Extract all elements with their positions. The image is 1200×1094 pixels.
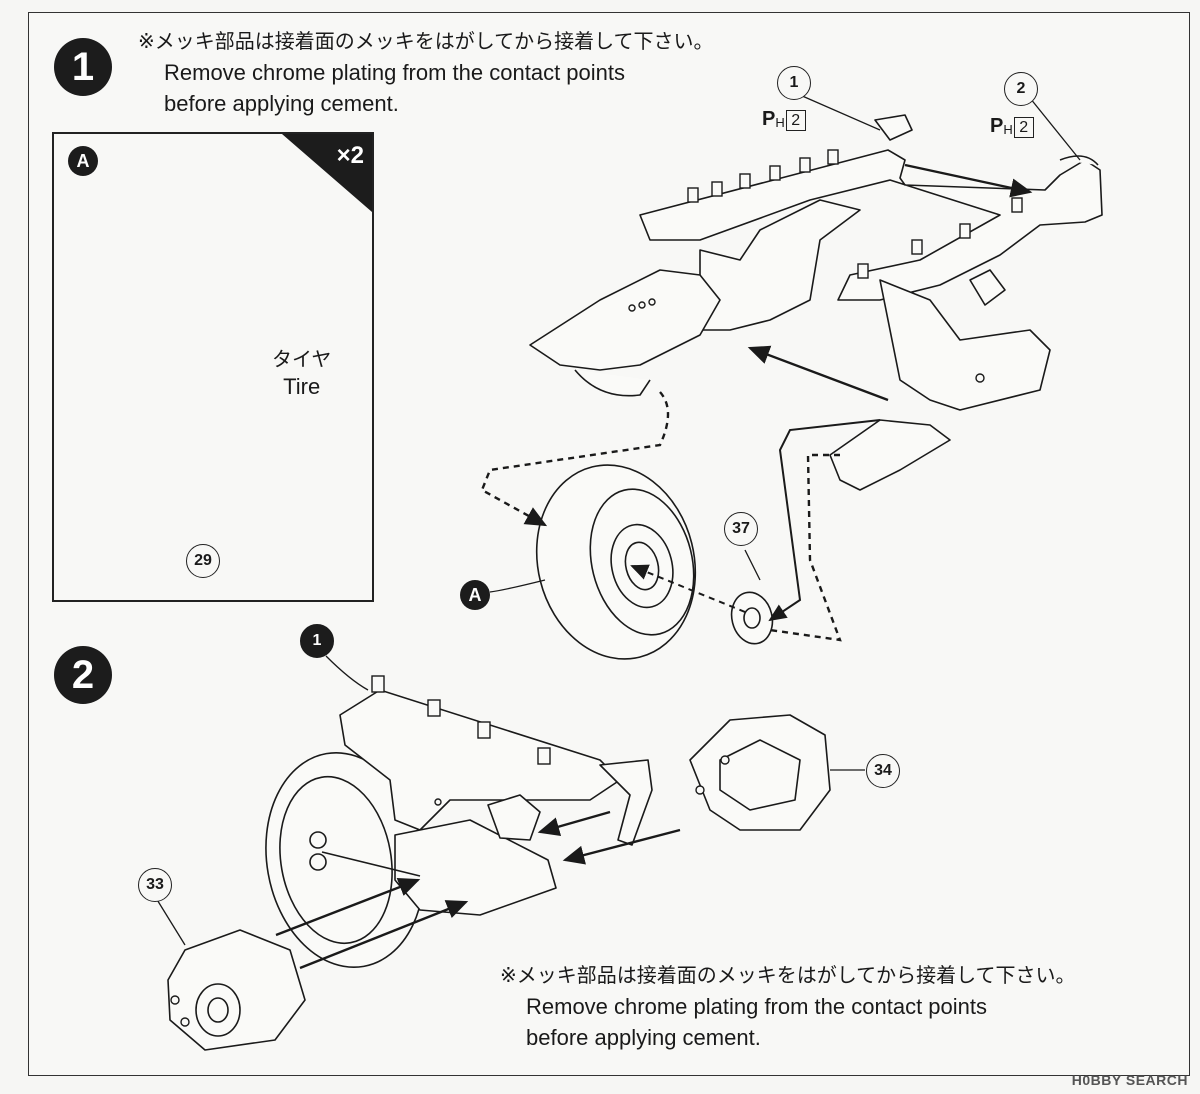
step-2-number: 2 — [71, 652, 95, 697]
rear-frame-drawing — [529, 114, 1103, 491]
arrow-hub-to-wheel — [630, 564, 746, 613]
arrow-33-lower — [299, 900, 469, 970]
step-1-note-jp: ※メッキ部品は接着面のメッキをはがしてから接着して下さい。 — [138, 29, 714, 53]
step-1-note: ※メッキ部品は接着面のメッキをはがしてから接着して下さい。 Remove chr… — [138, 26, 714, 119]
frame-pegs — [628, 149, 1023, 383]
step-1-number: 1 — [71, 44, 95, 89]
quantity-corner — [282, 134, 372, 212]
step-2-badge: 2 — [54, 646, 112, 704]
part-1-callout-step2: 1 — [300, 624, 334, 658]
step-1-badge: 1 — [54, 38, 112, 96]
wheel-a-drawing — [535, 464, 697, 660]
dashed-frame-to-wheel — [480, 391, 670, 527]
subassembly-inset: ×2 — [52, 132, 374, 602]
step-2-note-en-1: Remove chrome plating from the contact p… — [526, 994, 988, 1019]
line-frame-to-hub — [768, 419, 881, 622]
tire-label-jp: タイヤ — [272, 347, 332, 371]
part-29-callout: 29 — [186, 544, 220, 578]
step-2-note-jp: ※メッキ部品は接着面のメッキをはがしてから接着して下さい。 — [500, 963, 1076, 987]
part-1-callout-step1: 1 — [777, 66, 811, 100]
step-2-note-en-2: before applying cement. — [526, 1025, 761, 1050]
inset-label-a: A — [68, 146, 98, 176]
arrow-34-upper — [537, 810, 611, 836]
quantity-label: ×2 — [336, 142, 364, 169]
part-37-callout: 37 — [724, 512, 758, 546]
part-33-callout: 33 — [138, 868, 172, 902]
arrow-frame-join — [904, 163, 1033, 198]
tire-label-en: Tire — [283, 374, 321, 399]
step2-pegs — [170, 675, 730, 1027]
arrow-33-upper — [275, 877, 421, 937]
arrow-34-lower — [562, 828, 681, 865]
step-2-note: ※メッキ部品は接着面のメッキをはがしてから接着して下さい。 Remove chr… — [500, 960, 1076, 1053]
part-2-callout: 2 — [1004, 72, 1038, 106]
step-1-note-en-2: before applying cement. — [164, 91, 399, 116]
step-1-note-en-1: Remove chrome plating from the contact p… — [164, 60, 626, 85]
hobby-search-watermark: H0BBY SEARCH — [1071, 1072, 1188, 1088]
step2-assembly-drawing — [167, 689, 831, 1051]
hub-37-drawing — [730, 591, 774, 645]
tire-label: タイヤ Tire — [272, 345, 331, 401]
arrow-frame-halves — [747, 345, 889, 402]
wheel-label-a: A — [460, 580, 490, 610]
part-34-callout: 34 — [866, 754, 900, 788]
dashed-axle — [769, 453, 842, 642]
